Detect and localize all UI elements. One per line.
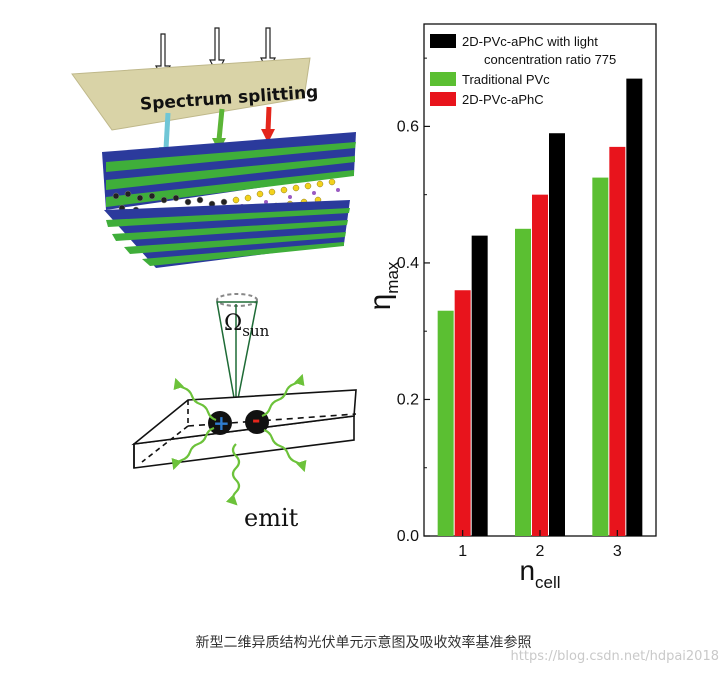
y-tick-label: 0.4 <box>397 255 419 272</box>
minus-sign: - <box>252 408 260 432</box>
emit-label: emit <box>244 504 299 532</box>
y-tick-label: 0.2 <box>397 391 419 408</box>
bar-2-cat-1 <box>454 290 471 536</box>
bar-2-cat-2 <box>532 194 548 536</box>
emission-arrows <box>171 373 307 506</box>
cell-slab <box>131 389 357 469</box>
legend-swatch <box>430 72 456 86</box>
legend-swatch <box>430 34 456 48</box>
bar-group <box>437 78 643 537</box>
figure-caption: 新型二维异质结构光伏单元示意图及吸收效率基准参照 <box>195 635 532 651</box>
bar-1-cat-3 <box>592 177 609 536</box>
bar-3-cat-3 <box>626 78 643 536</box>
watermark: https://blog.csdn.net/hdpai2018 <box>510 649 719 664</box>
x-tick-label: 2 <box>536 543 545 560</box>
legend-label-line2: concentration ratio 775 <box>484 52 616 67</box>
bar-2-cat-3 <box>609 146 626 536</box>
spectrum-splitter-plate <box>71 57 311 131</box>
lower-layer-stack <box>104 200 350 268</box>
sun-aperture <box>216 293 258 307</box>
bar-3-cat-1 <box>471 235 488 537</box>
y-tick-label: 0.6 <box>397 118 419 135</box>
chart-legend: 2D-PVc-aPhC with light concentration rati… <box>430 34 616 107</box>
plus-sign: + <box>213 411 230 435</box>
x-axis: 1 2 3 <box>458 530 622 560</box>
x-tick-label: 1 <box>458 543 467 560</box>
bar-1-cat-2 <box>515 228 531 537</box>
figure-panel: Spectrum splitting <box>64 14 668 594</box>
y-axis-title: ηmax <box>364 261 402 310</box>
bar-3-cat-2 <box>549 133 565 536</box>
x-tick-label: 3 <box>613 543 622 560</box>
legend-label: Traditional PVc <box>462 72 550 87</box>
y-axis: 0.0 0.2 0.4 0.6 <box>397 57 430 545</box>
x-axis-title: ncell <box>519 555 560 592</box>
efficiency-bar-chart: 0.0 0.2 0.4 0.6 1 2 3 2D-PVc-aPhC with light c… <box>364 23 657 592</box>
legend-label: 2D-PVc-aPhC <box>462 92 544 107</box>
y-tick-label: 0.0 <box>397 528 419 545</box>
sun-cone <box>216 301 258 410</box>
upper-layer-stack <box>102 132 356 210</box>
omega-sun-label: Ωsun <box>224 311 270 340</box>
bar-1-cat-1 <box>437 310 454 536</box>
legend-label: 2D-PVc-aPhC with light <box>462 34 598 49</box>
legend-swatch <box>430 92 456 106</box>
pv-schematic: Spectrum splitting <box>71 27 357 532</box>
